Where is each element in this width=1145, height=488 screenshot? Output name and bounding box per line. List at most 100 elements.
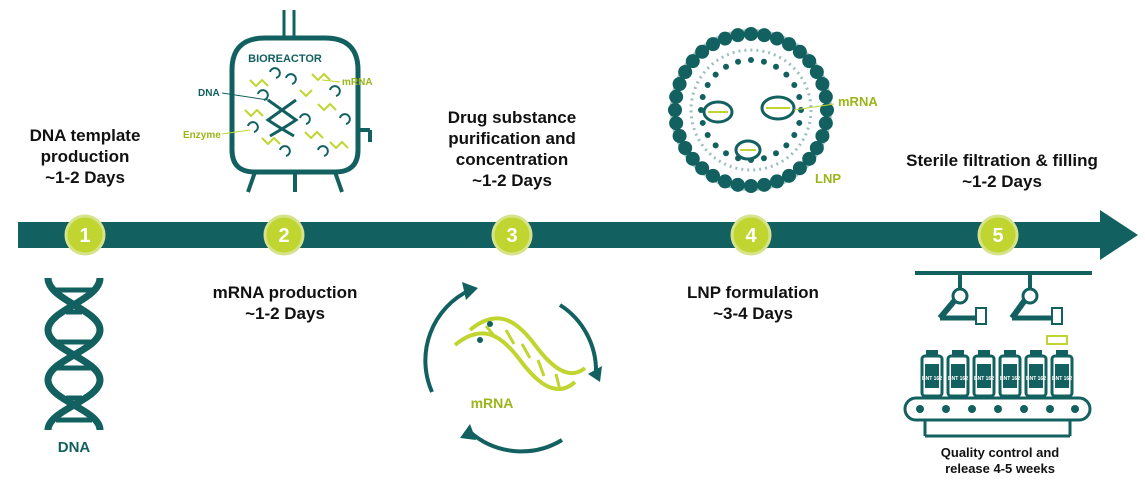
step-4-label: LNP formulation ~3-4 Days xyxy=(668,282,838,324)
quality-control-line-1: Quality control and xyxy=(940,445,1060,460)
lnp-lipid-bead xyxy=(672,128,687,143)
step-1-duration: ~1-2 Days xyxy=(45,168,125,187)
step-marker-3: 3 xyxy=(491,214,533,256)
lnp-inner-bead xyxy=(760,155,767,162)
vial: BNT 162 xyxy=(946,350,970,398)
lnp-inner-bead xyxy=(791,82,798,88)
lnp-lipid-bead xyxy=(668,103,682,117)
vial: BNT 162 xyxy=(1024,350,1048,398)
quality-control-caption: Quality control and release 4-5 weeks xyxy=(905,445,1095,477)
lnp-lipid-bead xyxy=(815,77,830,92)
lnp-lipid-bead xyxy=(718,174,733,189)
lnp-lipid-bead xyxy=(695,161,710,176)
step-3-label: Drug substance purification and concentr… xyxy=(432,107,592,191)
lnp-inner-bead xyxy=(698,107,704,113)
step-2-label: mRNA production ~1-2 Days xyxy=(200,282,370,324)
lnp-inner-bead xyxy=(796,119,803,126)
lnp-lipid-bead xyxy=(769,174,784,189)
lnp-lipid-bead xyxy=(669,116,684,131)
step-1-title-line-1: DNA template xyxy=(29,126,141,145)
lnp-lipid-bead xyxy=(792,161,807,176)
lnp-lipid-bead xyxy=(782,37,796,52)
lnp-inner-bead xyxy=(791,132,798,138)
bioreactor-icon: BIOREACTOR DNA mRNA xyxy=(183,10,373,193)
lnp-lipid-bead xyxy=(744,179,758,193)
dna-label: DNA xyxy=(58,439,91,456)
bioreactor-mrna-label: mRNA xyxy=(342,77,373,88)
lnp-label: LNP xyxy=(815,171,841,186)
step-number-3: 3 xyxy=(506,225,517,247)
step-marker-5: 5 xyxy=(977,214,1019,256)
vial: BNT 162 xyxy=(1050,350,1074,398)
lnp-lipid-bead xyxy=(769,31,784,46)
step-2-duration: ~1-2 Days xyxy=(245,304,325,323)
lnp-inner-bead xyxy=(699,119,706,126)
lnp-lipid-bead xyxy=(802,151,817,166)
lnp-lipid-bead xyxy=(757,28,772,43)
vial-label: BNT 162 xyxy=(1000,376,1020,382)
vial-label: BNT 162 xyxy=(948,376,968,382)
vial: BNT 162 xyxy=(920,350,944,398)
lnp-inner-bead xyxy=(723,150,729,157)
vial: BNT 162 xyxy=(972,350,996,398)
bioreactor-dna-label: DNA xyxy=(198,88,220,99)
lnp-lipid-bead xyxy=(695,44,710,59)
step-marker-2: 2 xyxy=(263,214,305,256)
bioreactor-title: BIOREACTOR xyxy=(248,53,322,65)
step-4-duration: ~3-4 Days xyxy=(713,304,793,323)
lnp-inner-bead xyxy=(798,107,804,113)
step-marker-1: 1 xyxy=(64,214,106,256)
lnp-lipid-bead xyxy=(818,116,833,131)
lnp-lipid-bead xyxy=(815,128,830,143)
lnp-lipid-bead xyxy=(706,37,720,52)
lnp-inner-bead xyxy=(783,142,790,149)
lnp-inner-bead xyxy=(748,57,754,63)
lnp-inner-bead xyxy=(699,94,706,101)
lnp-lipid-bead xyxy=(809,141,824,155)
lnp-lipid-bead xyxy=(678,141,693,155)
lnp-lipid-bead xyxy=(818,89,833,104)
step-3-title-line-2: purification and xyxy=(448,129,576,148)
lnp-lipid-bead xyxy=(820,103,834,117)
lnp-inner-bead xyxy=(773,63,779,70)
step-number-1: 1 xyxy=(79,225,90,247)
step-3-title-line-1: Drug substance xyxy=(447,108,577,127)
lnp-lipid-bead xyxy=(744,27,758,41)
quality-control-line-2: release 4-5 weeks xyxy=(945,461,1055,476)
step-5-title-line-1: Sterile filtration & filling xyxy=(906,151,1098,170)
lnp-lipid-bead xyxy=(757,177,772,192)
mrna-cycle-icon: mRNA xyxy=(423,282,602,454)
lnp-inner-bead xyxy=(760,58,767,65)
lnp-inner-bead xyxy=(773,150,779,157)
lnp-lipid-bead xyxy=(782,168,796,183)
lnp-inner-bead xyxy=(796,94,803,101)
vial: BNT 162 xyxy=(998,350,1022,398)
lnp-lipid-bead xyxy=(809,65,824,79)
step-number-5: 5 xyxy=(992,225,1003,247)
step-4-title-line-1: LNP formulation xyxy=(687,283,819,302)
lnp-inner-bead xyxy=(735,58,742,65)
lnp-lipid-bead xyxy=(678,65,693,79)
lnp-lipid-bead xyxy=(706,168,720,183)
lnp-icon: mRNA LNP xyxy=(668,27,878,193)
lnp-inner-bead xyxy=(712,142,719,149)
lnp-lipid-bead xyxy=(685,54,700,69)
lnp-lipid-bead xyxy=(672,77,687,92)
lnp-lipid-bead xyxy=(792,44,807,59)
lnp-inner-bead xyxy=(712,71,719,78)
step-3-duration: ~1-2 Days xyxy=(472,171,552,190)
step-1-title-line-2: production xyxy=(40,147,130,166)
timeline-arrow xyxy=(18,210,1138,260)
step-number-4: 4 xyxy=(745,225,757,247)
lnp-lipid-bead xyxy=(730,28,745,43)
lnp-inner-bead xyxy=(704,82,711,88)
lnp-inner-bead xyxy=(783,71,790,78)
lnp-inner-bead xyxy=(723,63,729,70)
vial-label: BNT 162 xyxy=(922,376,942,382)
lnp-lipid-bead xyxy=(730,177,745,192)
step-1-label: DNA template production ~1-2 Days xyxy=(15,125,155,188)
mrna-cycle-label: mRNA xyxy=(471,395,514,411)
vial-label: BNT 162 xyxy=(1026,376,1046,382)
